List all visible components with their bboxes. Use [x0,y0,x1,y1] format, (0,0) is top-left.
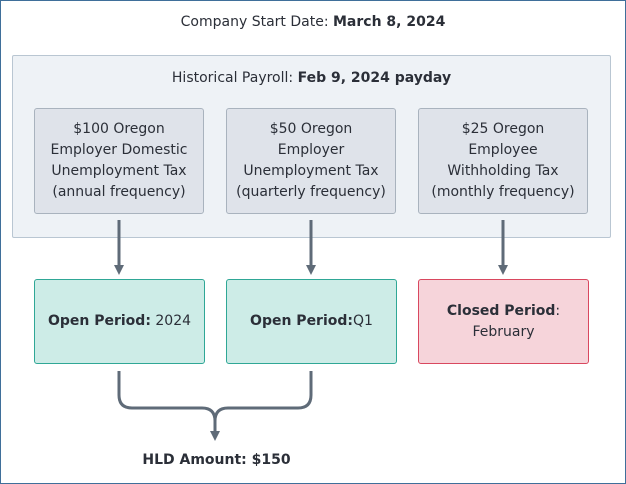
historical-payroll-title: Historical Payroll: Feb 9, 2024 payday [13,70,610,86]
period-value: Q1 [353,313,373,329]
tax-box-domestic-unemployment: $100 Oregon Employer Domestic Unemployme… [34,108,204,214]
open-period-annual: Open Period: 2024 [34,279,205,364]
historical-payroll-label: Historical Payroll: [171,70,294,86]
period-label: Open Period: [250,313,354,329]
period-value: February [472,323,535,340]
period-colon: : [555,302,561,319]
tax-box-text: $50 Oregon Employer Unemployment Tax (qu… [236,121,386,200]
hld-amount: HLD Amount: $150 [0,452,433,468]
period-label: Closed Period [446,302,556,319]
start-date-value: March 8, 2024 [333,14,446,30]
open-period-quarterly: Open Period:Q1 [226,279,397,364]
start-date-label: Company Start Date: [180,14,329,30]
tax-box-employer-unemployment: $50 Oregon Employer Unemployment Tax (qu… [226,108,396,214]
hld-label: HLD Amount: [142,452,247,468]
historical-payroll-value: Feb 9, 2024 payday [297,70,452,86]
company-start-date: Company Start Date: March 8, 2024 [0,14,626,30]
period-label: Open Period: [47,313,151,329]
closed-period-monthly: Closed Period: February [418,279,589,364]
tax-box-withholding: $25 Oregon Employee Withholding Tax (mon… [418,108,588,214]
tax-box-text: $25 Oregon Employee Withholding Tax (mon… [431,121,575,200]
hld-value: $150 [246,452,291,468]
period-value: 2024 [150,313,192,329]
tax-box-text: $100 Oregon Employer Domestic Unemployme… [50,121,188,200]
